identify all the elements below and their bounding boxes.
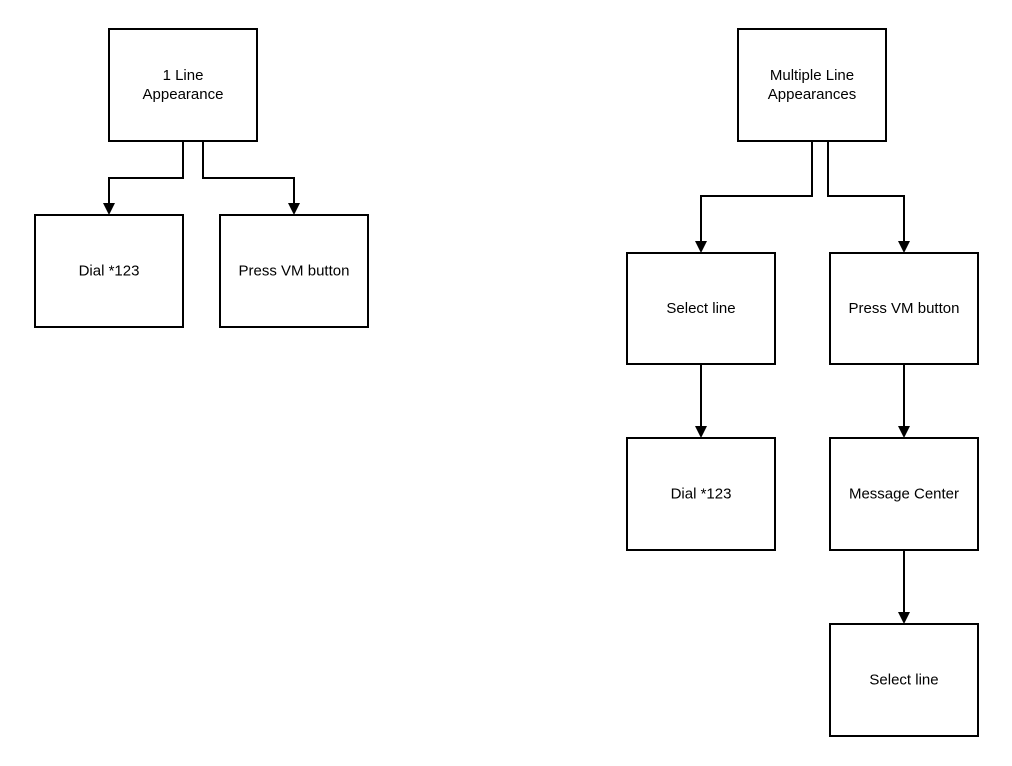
- arrow-head-icon: [288, 203, 300, 215]
- connector-m5-to-m6: [898, 550, 910, 624]
- connector-m3-to-m5: [898, 364, 910, 438]
- node-box: Select line: [829, 623, 979, 737]
- arrow-head-icon: [898, 612, 910, 624]
- node-rect: [219, 214, 369, 328]
- node-box: Dial *123: [34, 214, 184, 328]
- node-label: Appearance: [143, 86, 224, 103]
- arrow-head-icon: [103, 203, 115, 215]
- arrow-head-icon: [898, 241, 910, 253]
- connector-m2-to-m4: [695, 364, 707, 438]
- arrow-head-icon: [695, 241, 707, 253]
- node-box: Select line: [626, 252, 776, 365]
- connector-line: [700, 141, 813, 247]
- node-label: Press VM button: [239, 263, 350, 280]
- connector-m1-to-m2: [695, 141, 813, 253]
- node-rect: [626, 252, 776, 365]
- node-box: Dial *123: [626, 437, 776, 551]
- connector-layer: [103, 141, 910, 624]
- node-label: Multiple Line: [770, 67, 854, 84]
- node-label: Select line: [666, 300, 735, 317]
- connector-m1-to-m3: [827, 141, 910, 253]
- node-rect: [829, 623, 979, 737]
- arrow-head-icon: [695, 426, 707, 438]
- node-box: Message Center: [829, 437, 979, 551]
- node-label: Dial *123: [671, 486, 732, 503]
- arrow-head-icon: [898, 426, 910, 438]
- node-box: Press VM button: [829, 252, 979, 365]
- connector-n1-to-n2: [103, 141, 184, 215]
- node-label: Dial *123: [79, 263, 140, 280]
- node-label: 1 Line: [163, 67, 204, 84]
- connector-line: [827, 141, 905, 247]
- node-label: Appearances: [768, 86, 856, 103]
- node-rect: [737, 28, 887, 142]
- node-label: Select line: [869, 672, 938, 689]
- node-rect: [829, 437, 979, 551]
- node-box: Press VM button: [219, 214, 369, 328]
- connector-line: [108, 141, 184, 209]
- node-rect: [829, 252, 979, 365]
- node-rect: [108, 28, 258, 142]
- connector-n1-to-n3: [202, 141, 300, 215]
- node-label: Press VM button: [849, 300, 960, 317]
- node-rect: [34, 214, 184, 328]
- node-label: Message Center: [849, 486, 959, 503]
- node-rect: [626, 437, 776, 551]
- connector-line: [202, 141, 295, 209]
